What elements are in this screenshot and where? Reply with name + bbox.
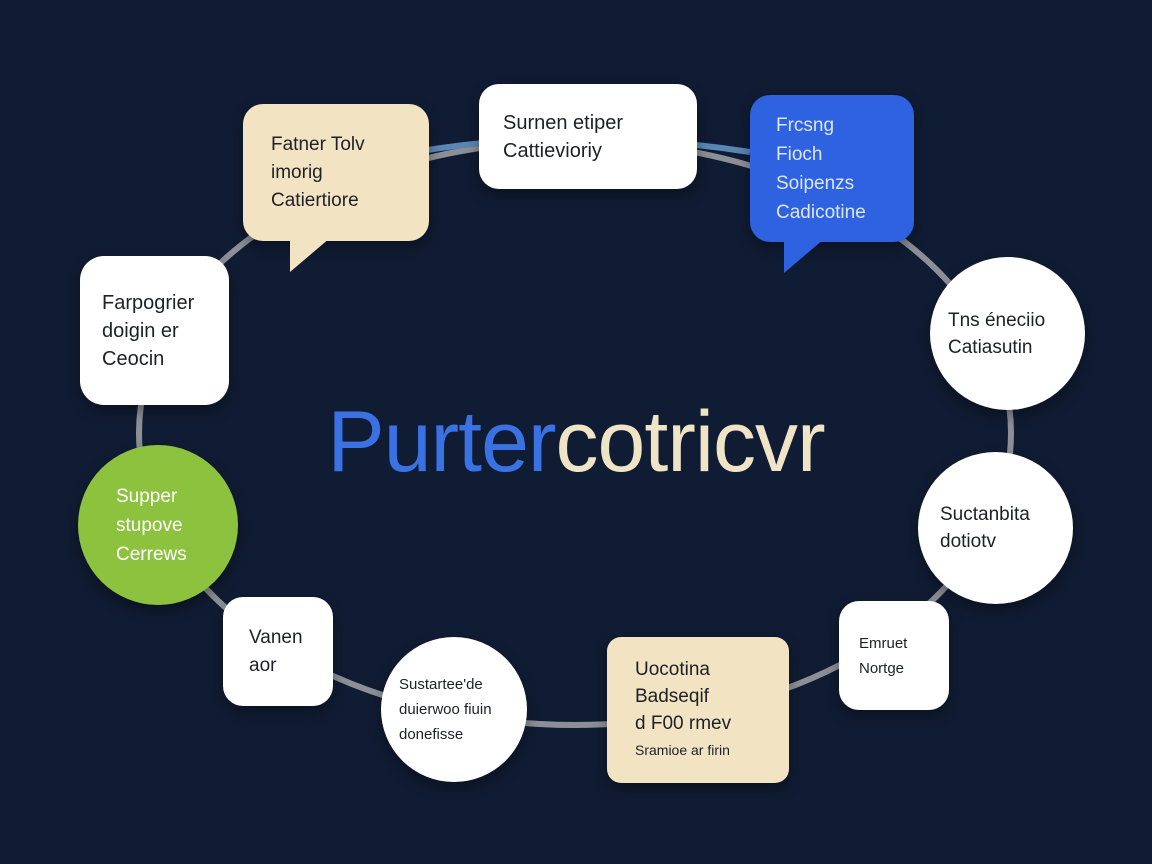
node-farpogrier: Farpogrier doigin er Ceocin (80, 256, 229, 405)
node-line: Surnen etiper (503, 111, 624, 134)
node-line: dotiotv (940, 531, 996, 552)
speech-tail (784, 239, 824, 273)
node-line: Vanen (249, 626, 303, 648)
node-line: Cattievioriy (503, 139, 602, 162)
node-surnen-etiper: Surnen etiper Cattievioriy (479, 84, 697, 189)
title-part-cream: cotricvr (555, 394, 826, 490)
node-line: Soipenzs (776, 172, 855, 194)
node-fatner-tolv: Fatner Tolv imorig Catiertiore (243, 104, 429, 241)
node-line: Ceocin (102, 347, 165, 370)
node-line: aor (249, 654, 277, 676)
node-line: duierwoo fiuin (399, 701, 492, 718)
node-line: Tns éneciio (948, 309, 1046, 331)
node-suctanbita: Suctanbita dotiotv (918, 452, 1073, 604)
node-line: donefisse (399, 726, 464, 743)
node-emruet: Emruet Nortge (839, 601, 949, 710)
node-line: Emruet (859, 634, 908, 652)
node-supper: Supper stupove Cerrews (78, 445, 238, 605)
node-line: Suctanbita (940, 504, 1030, 525)
node-line: Nortge (859, 659, 905, 677)
node-line: Badseqif (635, 686, 709, 707)
diagram-title: Purtercotricvr (0, 392, 1152, 492)
node-line: imorig (271, 161, 323, 183)
node-line: Fioch (776, 143, 823, 165)
node-line: d F00 rmev (635, 713, 732, 734)
node-line: Supper (116, 485, 178, 507)
node-line: stupove (116, 514, 183, 536)
node-tns-eneciio: Tns éneciio Catiasutin (930, 257, 1085, 410)
node-line: Catiertiore (271, 189, 359, 211)
node-frcsng: Frcsng Fioch Soipenzs Cadicotine (750, 95, 914, 242)
title-part-blue: Purter (327, 394, 556, 490)
node-line: Fatner Tolv (271, 133, 365, 155)
node-line: Catiasutin (948, 336, 1033, 358)
node-line: Sustartee'de (399, 676, 483, 693)
node-uocotina: Uocotina Badseqif d F00 rmev Sramioe ar … (607, 637, 789, 783)
node-vanen: Vanen aor (223, 597, 333, 706)
node-line: Frcsng (776, 114, 835, 136)
node-line: Sramioe ar firin (635, 742, 730, 758)
node-line: Uocotina (635, 659, 710, 680)
node-line: Cadicotine (776, 201, 866, 223)
node-line: doigin er (102, 319, 179, 342)
node-line: Cerrews (116, 543, 187, 565)
node-line: Farpogrier (102, 291, 195, 314)
node-sustartee: Sustartee'de duierwoo fiuin donefisse (381, 637, 527, 782)
speech-tail (290, 238, 330, 272)
